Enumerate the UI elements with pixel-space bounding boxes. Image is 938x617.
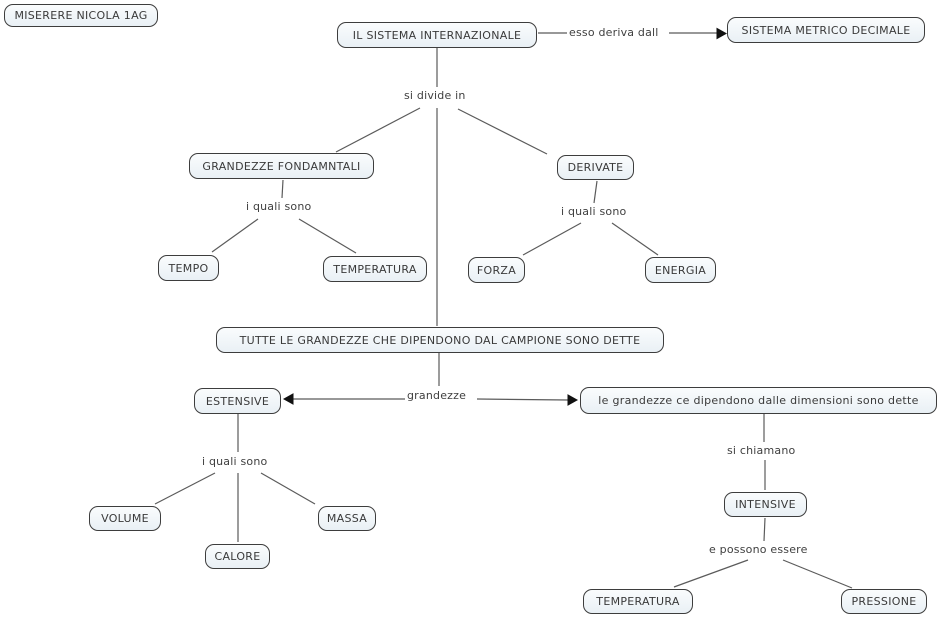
node-le-grandezze-dimensioni[interactable]: le grandezze ce dipendono dalle dimensio…	[580, 387, 937, 414]
node-author[interactable]: MISERERE NICOLA 1AG	[4, 4, 158, 27]
link-label-i-quali-sono-estensive[interactable]: i quali sono	[200, 455, 270, 468]
node-pressione[interactable]: PRESSIONE	[841, 589, 927, 614]
arrowhead-right-icon	[716, 27, 728, 40]
connector	[476, 398, 569, 401]
link-label-si-chiamano[interactable]: si chiamano	[725, 444, 798, 457]
link-label-i-quali-sono-derivate[interactable]: i quali sono	[559, 205, 629, 218]
node-temperatura-intensiva[interactable]: TEMPERATURA	[583, 589, 693, 614]
node-massa[interactable]: MASSA	[318, 506, 376, 531]
node-sistema-internazionale[interactable]: IL SISTEMA INTERNAZIONALE	[337, 22, 537, 48]
node-grandezze-fondamntali[interactable]: GRANDEZZE FONDAMNTALI	[189, 153, 374, 179]
connector	[673, 559, 749, 588]
node-derivate[interactable]: DERIVATE	[557, 155, 634, 180]
link-label-grandezze[interactable]: grandezze	[405, 389, 469, 402]
connector	[281, 179, 284, 199]
node-intensive[interactable]: INTENSIVE	[724, 492, 807, 517]
node-forza[interactable]: FORZA	[468, 257, 525, 283]
node-sistema-metrico-decimale[interactable]: SISTEMA METRICO DECIMALE	[727, 17, 925, 43]
node-volume[interactable]: VOLUME	[89, 506, 161, 531]
link-label-si-divide-in[interactable]: si divide in	[402, 89, 468, 102]
connector	[260, 472, 316, 505]
node-tempo[interactable]: TEMPO	[158, 255, 219, 281]
connector	[211, 218, 259, 253]
connector	[611, 222, 659, 256]
connector	[298, 218, 357, 254]
link-label-i-quali-sono-fondamentali[interactable]: i quali sono	[244, 200, 314, 213]
connector	[154, 472, 216, 505]
connector	[335, 107, 421, 153]
node-temperatura-fondamentale[interactable]: TEMPERATURA	[323, 256, 427, 282]
node-calore[interactable]: CALORE	[205, 544, 270, 569]
node-tutte-le-grandezze[interactable]: TUTTE LE GRANDEZZE CHE DIPENDONO DAL CAM…	[216, 327, 664, 353]
connector	[593, 180, 598, 204]
node-energia[interactable]: ENERGIA	[645, 257, 716, 283]
arrowhead-right-icon	[567, 394, 579, 406]
link-label-e-possono-essere[interactable]: e possono essere	[707, 543, 810, 556]
connector	[522, 222, 582, 256]
connector	[457, 108, 548, 155]
node-estensive[interactable]: ESTENSIVE	[194, 388, 281, 414]
connector	[763, 517, 766, 542]
arrowhead-left-icon	[282, 393, 294, 405]
connector	[782, 559, 853, 589]
link-label-esso-deriva-dall[interactable]: esso deriva dall	[567, 26, 661, 39]
